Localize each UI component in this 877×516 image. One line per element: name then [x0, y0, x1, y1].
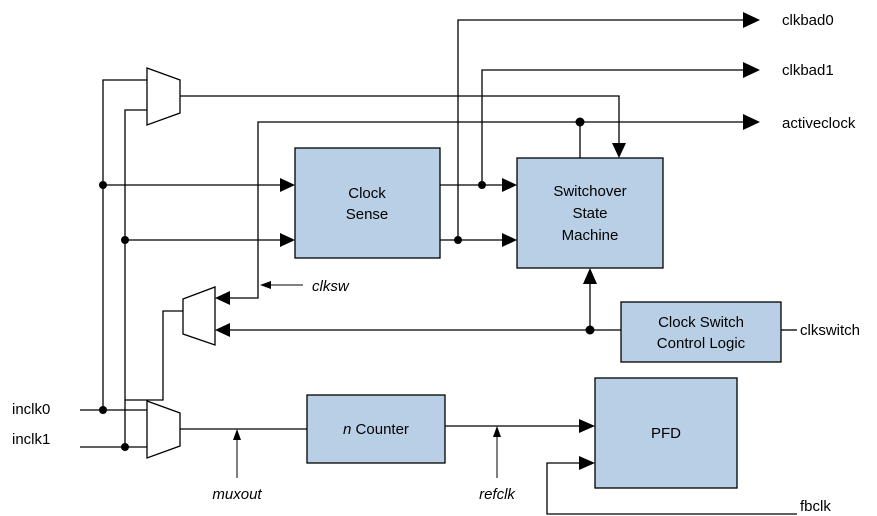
- top-mux: [146, 67, 181, 126]
- clock-switch-label-2: Control Logic: [657, 335, 746, 352]
- inclk1-label: inclk1: [12, 431, 50, 448]
- top-mux-to-switchover: [180, 95, 626, 158]
- refclk-line: [445, 419, 595, 478]
- activeclock-label: activeclock: [782, 115, 856, 132]
- muxout-label: muxout: [212, 486, 262, 503]
- clkswitch-label: clkswitch: [800, 322, 860, 339]
- clock-sense-outputs: [440, 178, 517, 247]
- clkbad1-line: [481, 62, 760, 185]
- switchover-label-2: State: [572, 205, 607, 222]
- switchover-label-3: Machine: [562, 227, 619, 244]
- refclk-label: refclk: [479, 486, 516, 503]
- input-rails: [80, 79, 147, 451]
- clock-sense-label-1: Clock: [348, 185, 386, 202]
- clock-switch-label-1: Clock Switch: [658, 314, 744, 331]
- muxout-line: [180, 428, 307, 478]
- clksw-label: clksw: [312, 278, 350, 295]
- n-counter-label: n Counter: [343, 421, 409, 438]
- fbclk-line: [546, 456, 797, 515]
- fbclk-label: fbclk: [800, 498, 831, 515]
- clksw-pointer: [260, 281, 303, 289]
- pfd-label: PFD: [651, 425, 681, 442]
- middle-mux-inputs: [125, 310, 183, 401]
- switchover-label-1: Switchover: [553, 183, 626, 200]
- n-counter-block: n Counter: [306, 394, 446, 464]
- clkbad1-label: clkbad1: [782, 62, 834, 79]
- clock-sense-block: Clock Sense: [294, 147, 441, 259]
- pfd-block: PFD: [594, 377, 738, 489]
- switchover-state-machine-block: Switchover State Machine: [516, 157, 664, 269]
- clkbad0-line: [457, 12, 760, 240]
- activeclock-line: [215, 114, 760, 305]
- clock-switch-control-logic-block: Clock Switch Control Logic: [620, 301, 782, 363]
- input-mux: [146, 400, 181, 459]
- clkbad0-label: clkbad0: [782, 12, 834, 29]
- clock-sense-inputs: [99, 178, 295, 247]
- control-to-mux-line: [215, 268, 621, 337]
- middle-mux: [182, 286, 216, 346]
- clock-sense-label-2: Sense: [346, 206, 389, 223]
- inclk0-label: inclk0: [12, 401, 50, 418]
